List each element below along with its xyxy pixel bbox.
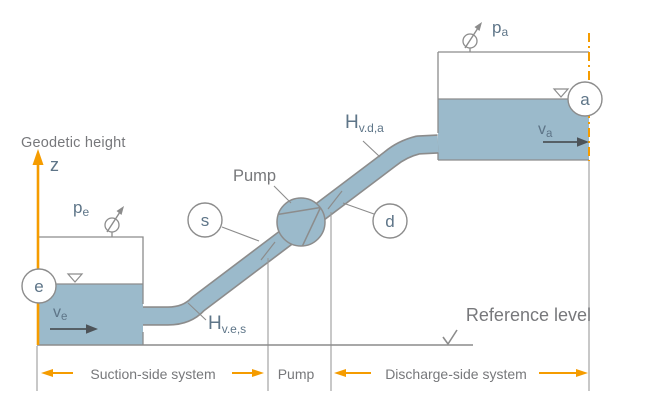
point-circle-d: d <box>372 203 408 239</box>
discharge-tank-water <box>438 99 589 160</box>
flow-arrow-ve <box>50 324 98 334</box>
z-axis-arrowhead-icon <box>32 149 44 165</box>
flow-arrow-va <box>543 137 589 147</box>
velocity-a-label: va <box>538 121 553 140</box>
head-loss-suction-base: H <box>208 313 222 334</box>
geodetic-height-label: Geodetic height <box>21 135 126 151</box>
point-label-d: d <box>385 212 394 231</box>
pump-title: Pump <box>233 167 276 185</box>
z-axis <box>32 149 44 345</box>
suction-tank-water <box>38 284 143 345</box>
velocity-a-sub: a <box>546 128 553 140</box>
pressure-a-base: p <box>492 18 501 37</box>
point-circle-e: e <box>21 268 57 304</box>
velocity-e-base: v <box>53 304 61 321</box>
z-axis-symbol: z <box>50 155 59 175</box>
pressure-gauge-icon-e <box>104 206 124 237</box>
pressure-a-sub: a <box>501 25 508 39</box>
velocity-a-base: v <box>538 121 546 138</box>
pipe-section-ticks <box>260 190 343 261</box>
section-label-discharge: Discharge-side system <box>385 366 527 382</box>
pressure-e-label: pe <box>73 198 89 219</box>
reference-level-label: Reference level <box>466 305 591 325</box>
section-label-pump: Pump <box>278 366 315 382</box>
discharge-tank-outline <box>437 51 589 161</box>
leader-lines <box>187 140 381 321</box>
water-level-icon-e <box>66 273 84 283</box>
checkmark-icon <box>442 329 458 346</box>
pressure-a-label: pa <box>492 18 508 39</box>
water-level-icon-a <box>552 88 570 98</box>
point-circle-a: a <box>567 81 603 117</box>
point-circle-s: s <box>187 202 223 238</box>
point-label-a: a <box>580 90 590 109</box>
dimension-arrows <box>41 369 588 377</box>
velocity-e-sub: e <box>61 311 67 323</box>
pump-impeller-icon <box>277 206 322 247</box>
head-loss-discharge-base: H <box>345 112 359 133</box>
point-label-e: e <box>34 277 43 296</box>
dimension-arrowheads <box>41 369 588 377</box>
head-loss-suction-label: Hv.e,s <box>208 313 246 336</box>
point-label-s: s <box>201 211 210 230</box>
section-boundaries <box>36 161 590 391</box>
pressure-e-base: p <box>73 198 82 217</box>
pump-symbol <box>276 197 326 247</box>
head-loss-discharge-label: Hv.d,a <box>345 112 384 135</box>
pressure-gauge-icon-a <box>462 22 482 52</box>
head-loss-discharge-sub: v.d,a <box>359 121 384 135</box>
velocity-e-label: ve <box>53 304 67 323</box>
section-label-suction: Suction-side system <box>90 366 215 382</box>
pressure-e-sub: e <box>82 205 89 219</box>
head-loss-suction-sub: v.e,s <box>222 322 246 336</box>
